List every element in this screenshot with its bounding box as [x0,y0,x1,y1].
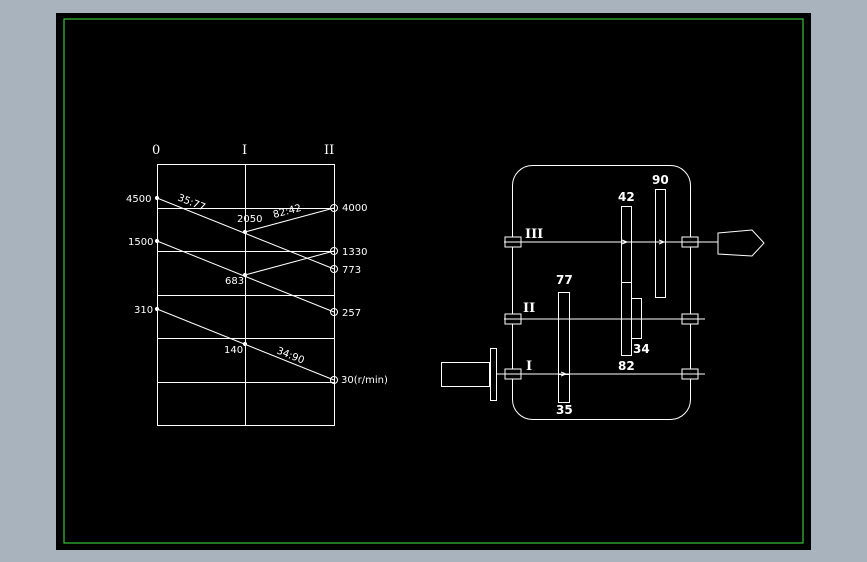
gear-34 [631,298,642,339]
gear-90 [655,189,666,298]
speed-node-open [330,265,338,273]
speed-node [242,272,248,278]
speed-node-open [330,247,338,255]
speed-value: 2050 [237,214,262,225]
gear-shaft-label-I: I [526,359,532,374]
speed-value: 257 [342,308,361,319]
speed-value: 4000 [342,203,367,214]
speed-chart [154,164,338,426]
key-mark [560,371,568,377]
gear-teeth-label: 42 [618,190,635,204]
gear-teeth-label: 34 [633,342,650,356]
gear-teeth-label: 90 [652,173,669,187]
transmission-line [244,207,335,233]
key-mark [621,239,629,245]
motor-body [441,362,490,387]
speed-value: 1330 [342,247,367,258]
gear-teeth-label: 35 [556,403,573,417]
gearbox-diagram [441,165,765,420]
speed-value: 30(r/min) [341,375,388,386]
drawing-sheet [56,13,811,550]
gear-teeth-label: 82 [618,359,635,373]
speed-node [154,306,160,312]
key-mark [658,239,666,245]
speed-node [242,341,248,347]
speed-node-open [330,204,338,212]
speed-node-open [330,376,338,384]
speed-node [154,195,160,201]
speed-value: 683 [225,276,244,287]
gear-shaft-label-II: II [523,301,535,316]
speed-node [242,229,248,235]
speed-value: 1500 [128,237,153,248]
gear-teeth-label: 77 [556,273,573,287]
transmission-line [244,250,335,276]
speed-node-open [330,308,338,316]
speed-node [154,238,160,244]
output-shaft-end [717,229,765,257]
drawing-frame [63,18,804,544]
shaft-label-1: I [242,143,247,158]
gearbox-housing [512,165,691,420]
gear-shaft-label-III: III [525,227,543,242]
coupling-flange [490,348,497,401]
shaft-label-0: 0 [152,143,160,158]
speed-value: 773 [342,265,361,276]
speed-value: 140 [224,345,243,356]
shaft-label-2: II [324,143,334,158]
speed-value: 4500 [126,194,151,205]
speed-value: 310 [134,305,153,316]
